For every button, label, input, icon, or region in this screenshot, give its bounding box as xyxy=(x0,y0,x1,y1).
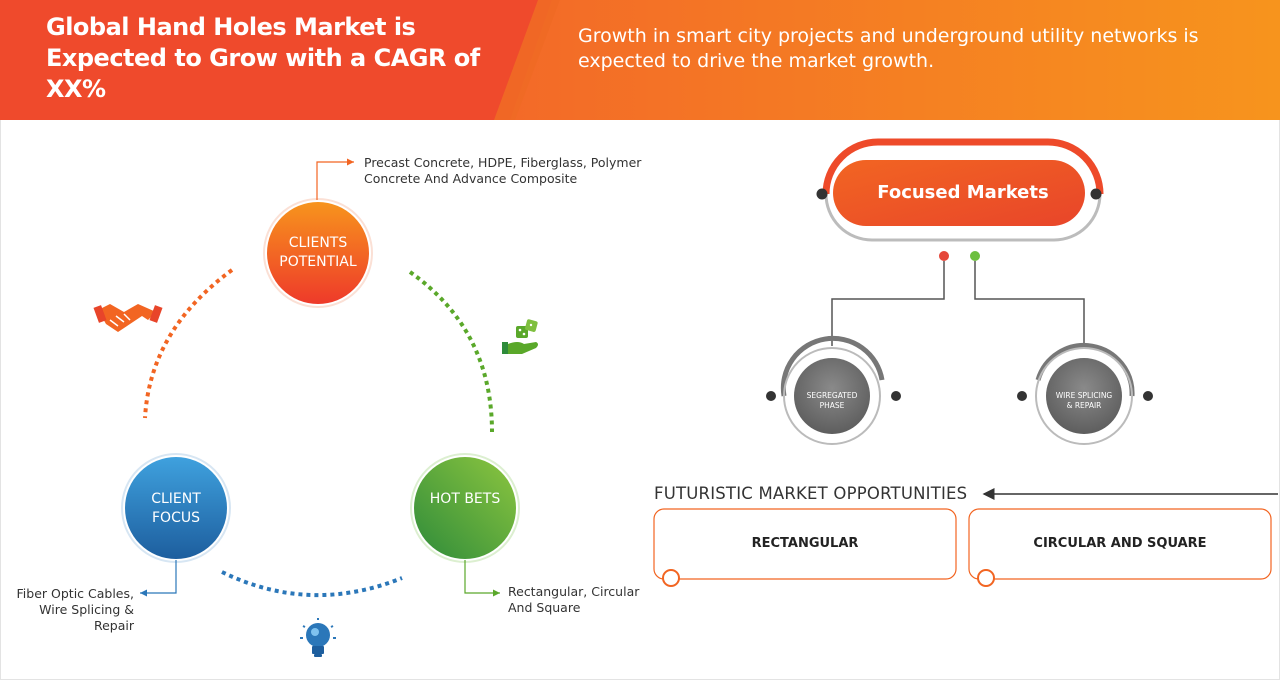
opportunity-rectangular-label: RECTANGULAR xyxy=(751,536,859,551)
client-focus-node xyxy=(121,453,231,597)
client-focus-label: CLIENT FOCUS xyxy=(151,491,201,526)
hot-bets-label: HOT BETS xyxy=(429,491,501,507)
lightbulb-icon xyxy=(300,618,336,657)
clients-potential-note: Precast Concrete, HDPE, Fiberglass, Poly… xyxy=(364,155,642,186)
arc-orange xyxy=(143,268,234,419)
segregated-phase-label: SEGREGATED PHASE xyxy=(806,391,858,410)
focused-connectors xyxy=(831,251,1085,346)
arc-blue xyxy=(221,570,403,598)
opportunity-box-circular xyxy=(968,508,1272,587)
cycle-arcs xyxy=(143,268,494,598)
opportunity-circular-label: CIRCULAR AND SQUARE xyxy=(1033,536,1207,551)
arc-green xyxy=(408,270,494,433)
header-background xyxy=(0,0,1280,120)
page-title: Global Hand Holes Market is Expected to … xyxy=(46,13,480,103)
wire-splicing-label: WIRE SPLICING & REPAIR xyxy=(1055,391,1113,410)
client-focus-note: Fiber Optic Cables, Wire Splicing & Repa… xyxy=(16,586,134,633)
clients-potential-node xyxy=(263,158,373,308)
focused-markets-title: Focused Markets xyxy=(877,182,1049,203)
dice-hand-icon xyxy=(502,319,538,354)
header-banner: Global Hand Holes Market is Expected to … xyxy=(0,0,1280,120)
wire-splicing-node xyxy=(1017,342,1153,445)
hot-bets-node xyxy=(410,453,520,597)
handshake-icon xyxy=(93,304,163,332)
clients-potential-label: CLIENTS POTENTIAL xyxy=(279,235,357,270)
opportunities-title: FUTURISTIC MARKET OPPORTUNITIES xyxy=(654,484,968,503)
focused-markets-node xyxy=(816,138,1104,242)
segregated-phase-node xyxy=(766,335,901,445)
page-subtitle: Growth in smart city projects and underg… xyxy=(578,25,1199,72)
hot-bets-note: Rectangular, Circular And Square xyxy=(508,584,640,615)
opportunity-box-rectangular xyxy=(653,508,957,587)
